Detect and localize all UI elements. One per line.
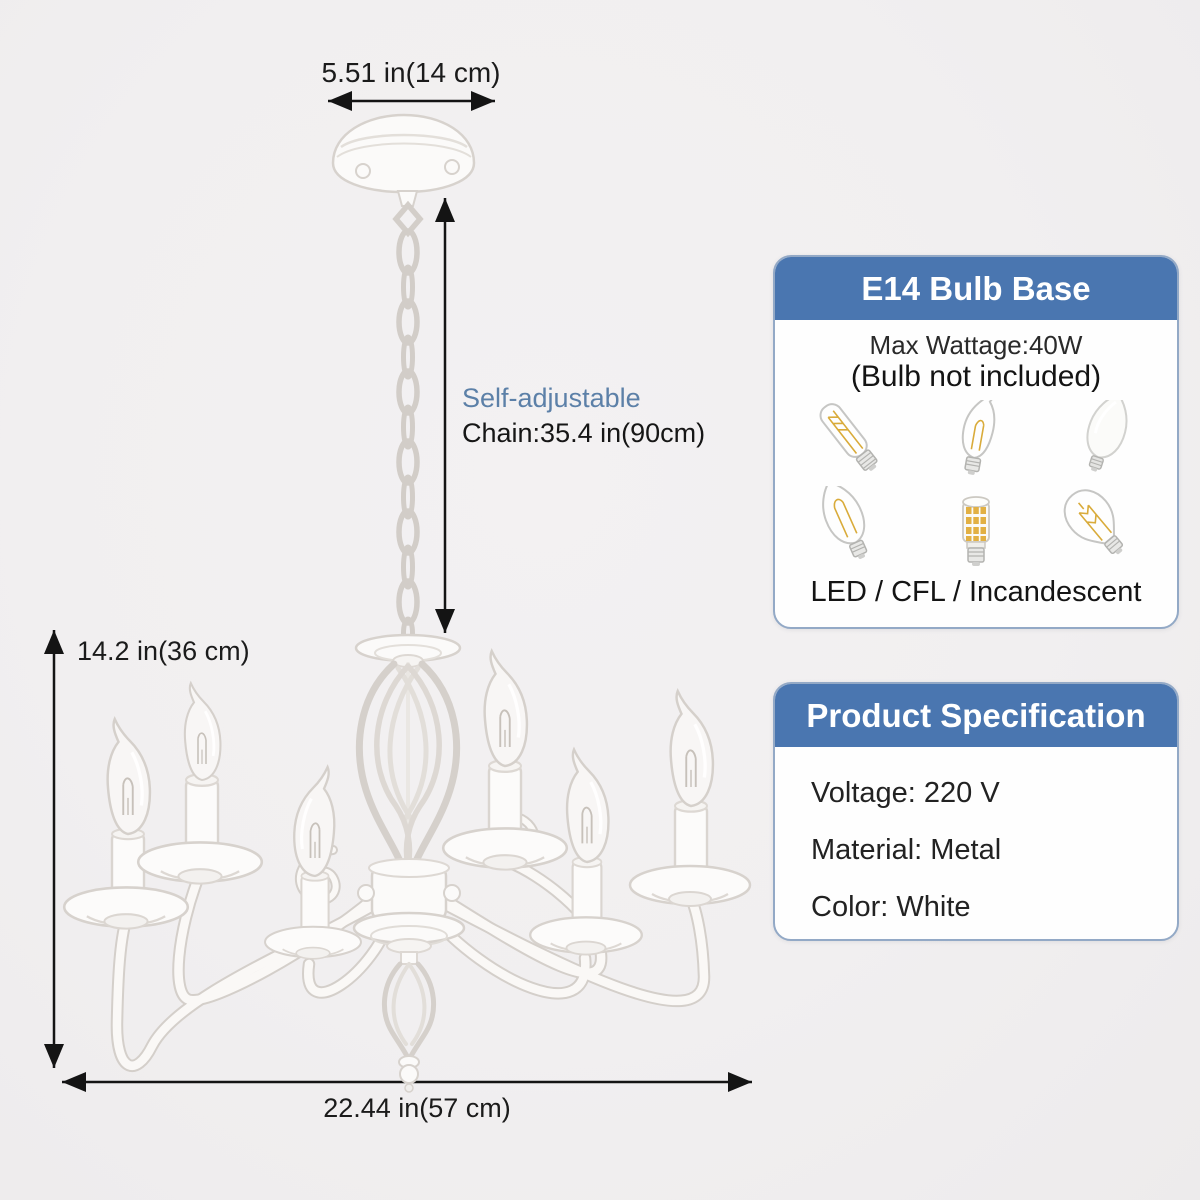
candle-2 (136, 681, 264, 885)
ceramic-led-bulb-icon (962, 496, 990, 566)
fixture-width-label: 22.44 in(57 cm) (323, 1093, 511, 1123)
flame-tip-filament-bulb-icon (961, 400, 997, 475)
spec-material: Material: Metal (811, 834, 1002, 866)
spec-color: Color: White (811, 891, 971, 923)
candle-4 (441, 649, 569, 871)
spec-voltage: Voltage: 220 V (811, 777, 1000, 809)
canopy-width-label: 5.51 in(14 cm) (321, 57, 501, 88)
chandelier-arms (110, 855, 711, 1072)
candle-6 (628, 689, 752, 908)
chain-adjustable-label: Self-adjustable (462, 383, 641, 413)
candle-1 (62, 717, 190, 930)
bulb-type-grid (785, 400, 1167, 572)
bulb-types-label: LED / CFL / Incandescent (810, 576, 1142, 608)
bulb-not-included-text: (Bulb not included) (850, 360, 1102, 393)
chain-length-label: Chain:35.4 in(90cm) (462, 418, 706, 448)
spec-list: Voltage: 220 V Material: Metal Color: Wh… (775, 747, 1177, 924)
bulb-info-panel: E14 Bulb Base Max Wattage:40W (Bulb not … (773, 255, 1179, 629)
bulb-panel-title: E14 Bulb Base (775, 257, 1177, 320)
max-wattage-text: Max Wattage:40W (869, 330, 1083, 360)
edison-st-filament-bulb-icon (1064, 489, 1124, 555)
spec-panel-title: Product Specification (775, 684, 1177, 747)
center-column (352, 633, 466, 1093)
spec-panel: Product Specification Voltage: 220 V Mat… (773, 682, 1179, 941)
ceiling-canopy (331, 113, 476, 238)
frosted-candle-bulb-icon (1086, 400, 1128, 472)
hanging-chain (396, 228, 420, 650)
candle-3 (263, 765, 363, 960)
fixture-height-label: 14.2 in(36 cm) (77, 636, 250, 666)
tubular-filament-bulb-icon (819, 403, 878, 471)
torpedo-filament-bulb-icon (821, 486, 867, 559)
